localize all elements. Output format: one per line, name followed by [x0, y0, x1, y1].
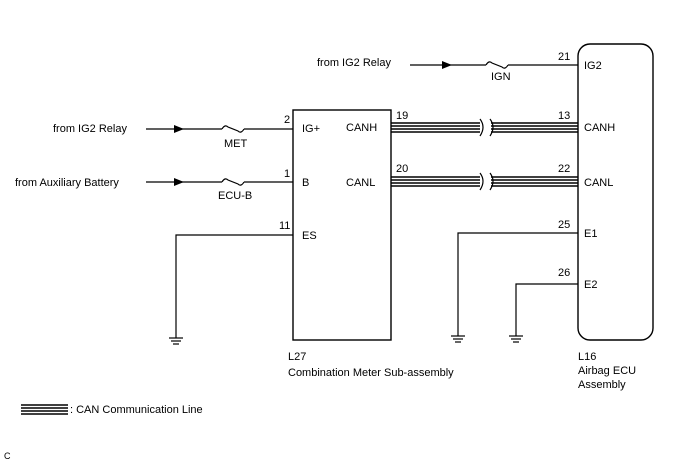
legend: : CAN Communication Line	[21, 404, 203, 416]
legend-text: : CAN Communication Line	[70, 404, 203, 416]
fuse-ign-label: IGN	[491, 71, 511, 83]
ig2-relay-feed-top: from IG2 Relay IGN 21	[317, 51, 578, 83]
airbag-name-line2: Assembly	[578, 379, 626, 391]
meter-pin-canh: CANH	[346, 122, 377, 134]
ground-icon	[169, 337, 183, 345]
meter-name: Combination Meter Sub-assembly	[288, 367, 454, 379]
airbag-pin-e2: E2	[584, 279, 597, 291]
ig2-relay-feed-left: from IG2 Relay MET 2	[53, 114, 293, 150]
airbag-ground-e1: 25	[451, 219, 578, 343]
airbag-ground-e2: 26	[509, 267, 578, 343]
source-auxiliary-battery: from Auxiliary Battery	[15, 177, 119, 189]
combination-meter-box: IG+ B ES CANH CANL L27 Combination Meter…	[288, 109, 454, 379]
line-break-icon	[489, 118, 494, 137]
auxiliary-battery-feed: from Auxiliary Battery ECU-B 1	[15, 168, 293, 202]
meter-pin-es: ES	[302, 230, 317, 242]
meter-connector-id: L27	[288, 351, 306, 363]
pin-2-num: 2	[284, 114, 290, 126]
fuse-ecu-b-icon	[221, 178, 245, 186]
pin-20-num: 20	[396, 163, 408, 175]
ground-icon	[509, 335, 523, 343]
can-high-line: 19 13	[391, 110, 578, 137]
pin-11-num: 11	[279, 220, 290, 232]
meter-pin-canl: CANL	[346, 177, 375, 189]
fuse-met-icon	[221, 125, 245, 133]
pin-19-num: 19	[396, 110, 408, 122]
corner-mark: C	[4, 451, 11, 461]
pin-22-num: 22	[558, 163, 570, 175]
pin-26-num: 26	[558, 267, 570, 279]
airbag-pin-e1: E1	[584, 228, 597, 240]
pin-13-num: 13	[558, 110, 570, 122]
airbag-ecu-box: IG2 CANH CANL E1 E2 L16 Airbag ECU Assem…	[577, 43, 654, 391]
ground-icon	[451, 335, 465, 343]
can-line-legend-icon	[21, 404, 68, 415]
meter-pin-ig-plus: IG+	[302, 123, 320, 135]
airbag-pin-ig2: IG2	[584, 60, 602, 72]
pin-1-num: 1	[284, 168, 290, 180]
airbag-connector-id: L16	[578, 351, 596, 363]
airbag-pin-canl: CANL	[584, 177, 613, 189]
can-low-line: 20 22	[391, 163, 578, 191]
airbag-name-line1: Airbag ECU	[578, 365, 636, 377]
meter-pin-b: B	[302, 177, 309, 189]
pin-21-num: 21	[558, 51, 570, 63]
fuse-ign-icon	[485, 61, 509, 69]
fuse-met-label: MET	[224, 138, 248, 150]
line-break-icon	[479, 118, 484, 137]
line-break-icon	[479, 172, 484, 191]
source-ig2-relay-top: from IG2 Relay	[317, 57, 391, 69]
meter-ground-es: 11	[169, 220, 293, 345]
fuse-ecu-b-label: ECU-B	[218, 190, 252, 202]
airbag-pin-canh: CANH	[584, 122, 615, 134]
line-break-icon	[489, 172, 494, 191]
source-ig2-relay-left: from IG2 Relay	[53, 123, 127, 135]
pin-25-num: 25	[558, 219, 570, 231]
